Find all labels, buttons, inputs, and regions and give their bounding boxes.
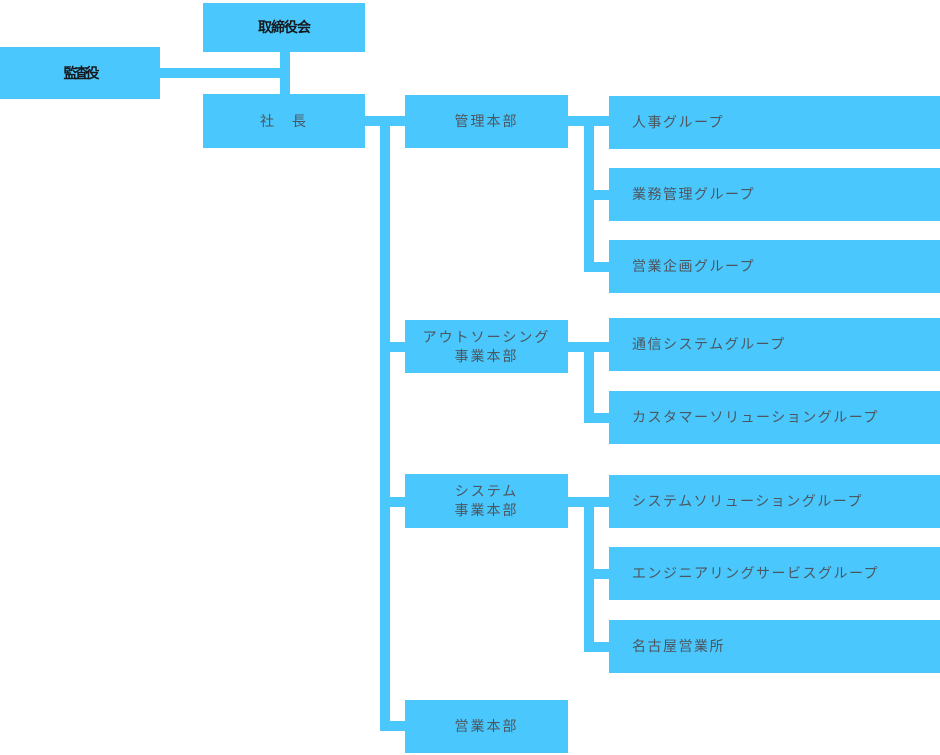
org-node-president: 社 長 [203, 94, 365, 148]
org-node-customer-solution-group: カスタマーソリューショングループ [609, 391, 940, 444]
org-node-admin-headquarters: 管理本部 [405, 95, 568, 148]
org-node-board-of-directors: 取締役会 [203, 3, 365, 52]
org-node-outsourcing-headquarters: アウトソーシング 事業本部 [405, 320, 568, 373]
connector-stub-customer-solution [594, 413, 609, 423]
org-node-hr-group: 人事グループ [609, 96, 940, 149]
org-node-system-solution-group: システムソリューショングループ [609, 475, 940, 528]
connector-trunk-section3 [584, 497, 594, 652]
org-node-system-headquarters: システム 事業本部 [405, 474, 568, 528]
connector-trunk-section2 [584, 342, 594, 423]
org-node-business-admin-group: 業務管理グループ [609, 168, 940, 221]
connector-sales-elbow [380, 721, 405, 731]
connector-stub-engineering [594, 569, 609, 579]
connector-main-trunk [380, 116, 390, 731]
org-node-auditor: 監査役 [0, 47, 160, 99]
org-node-sales-headquarters: 営業本部 [405, 700, 568, 753]
org-node-sales-planning-group: 営業企画グループ [609, 240, 940, 293]
org-node-telecom-system-group: 通信システムグループ [609, 318, 940, 371]
connector-auditor-line [160, 68, 290, 78]
connector-stub-nagoya [594, 642, 609, 652]
connector-stub-sales-planning [594, 262, 609, 272]
connector-trunk-outsourcing [390, 342, 405, 352]
connector-stub-business-admin [594, 190, 609, 200]
org-node-nagoya-office: 名古屋営業所 [609, 620, 940, 673]
connector-trunk-system [390, 497, 405, 507]
org-node-engineering-service-group: エンジニアリングサービスグループ [609, 547, 940, 600]
connector-trunk-section1 [584, 116, 594, 272]
